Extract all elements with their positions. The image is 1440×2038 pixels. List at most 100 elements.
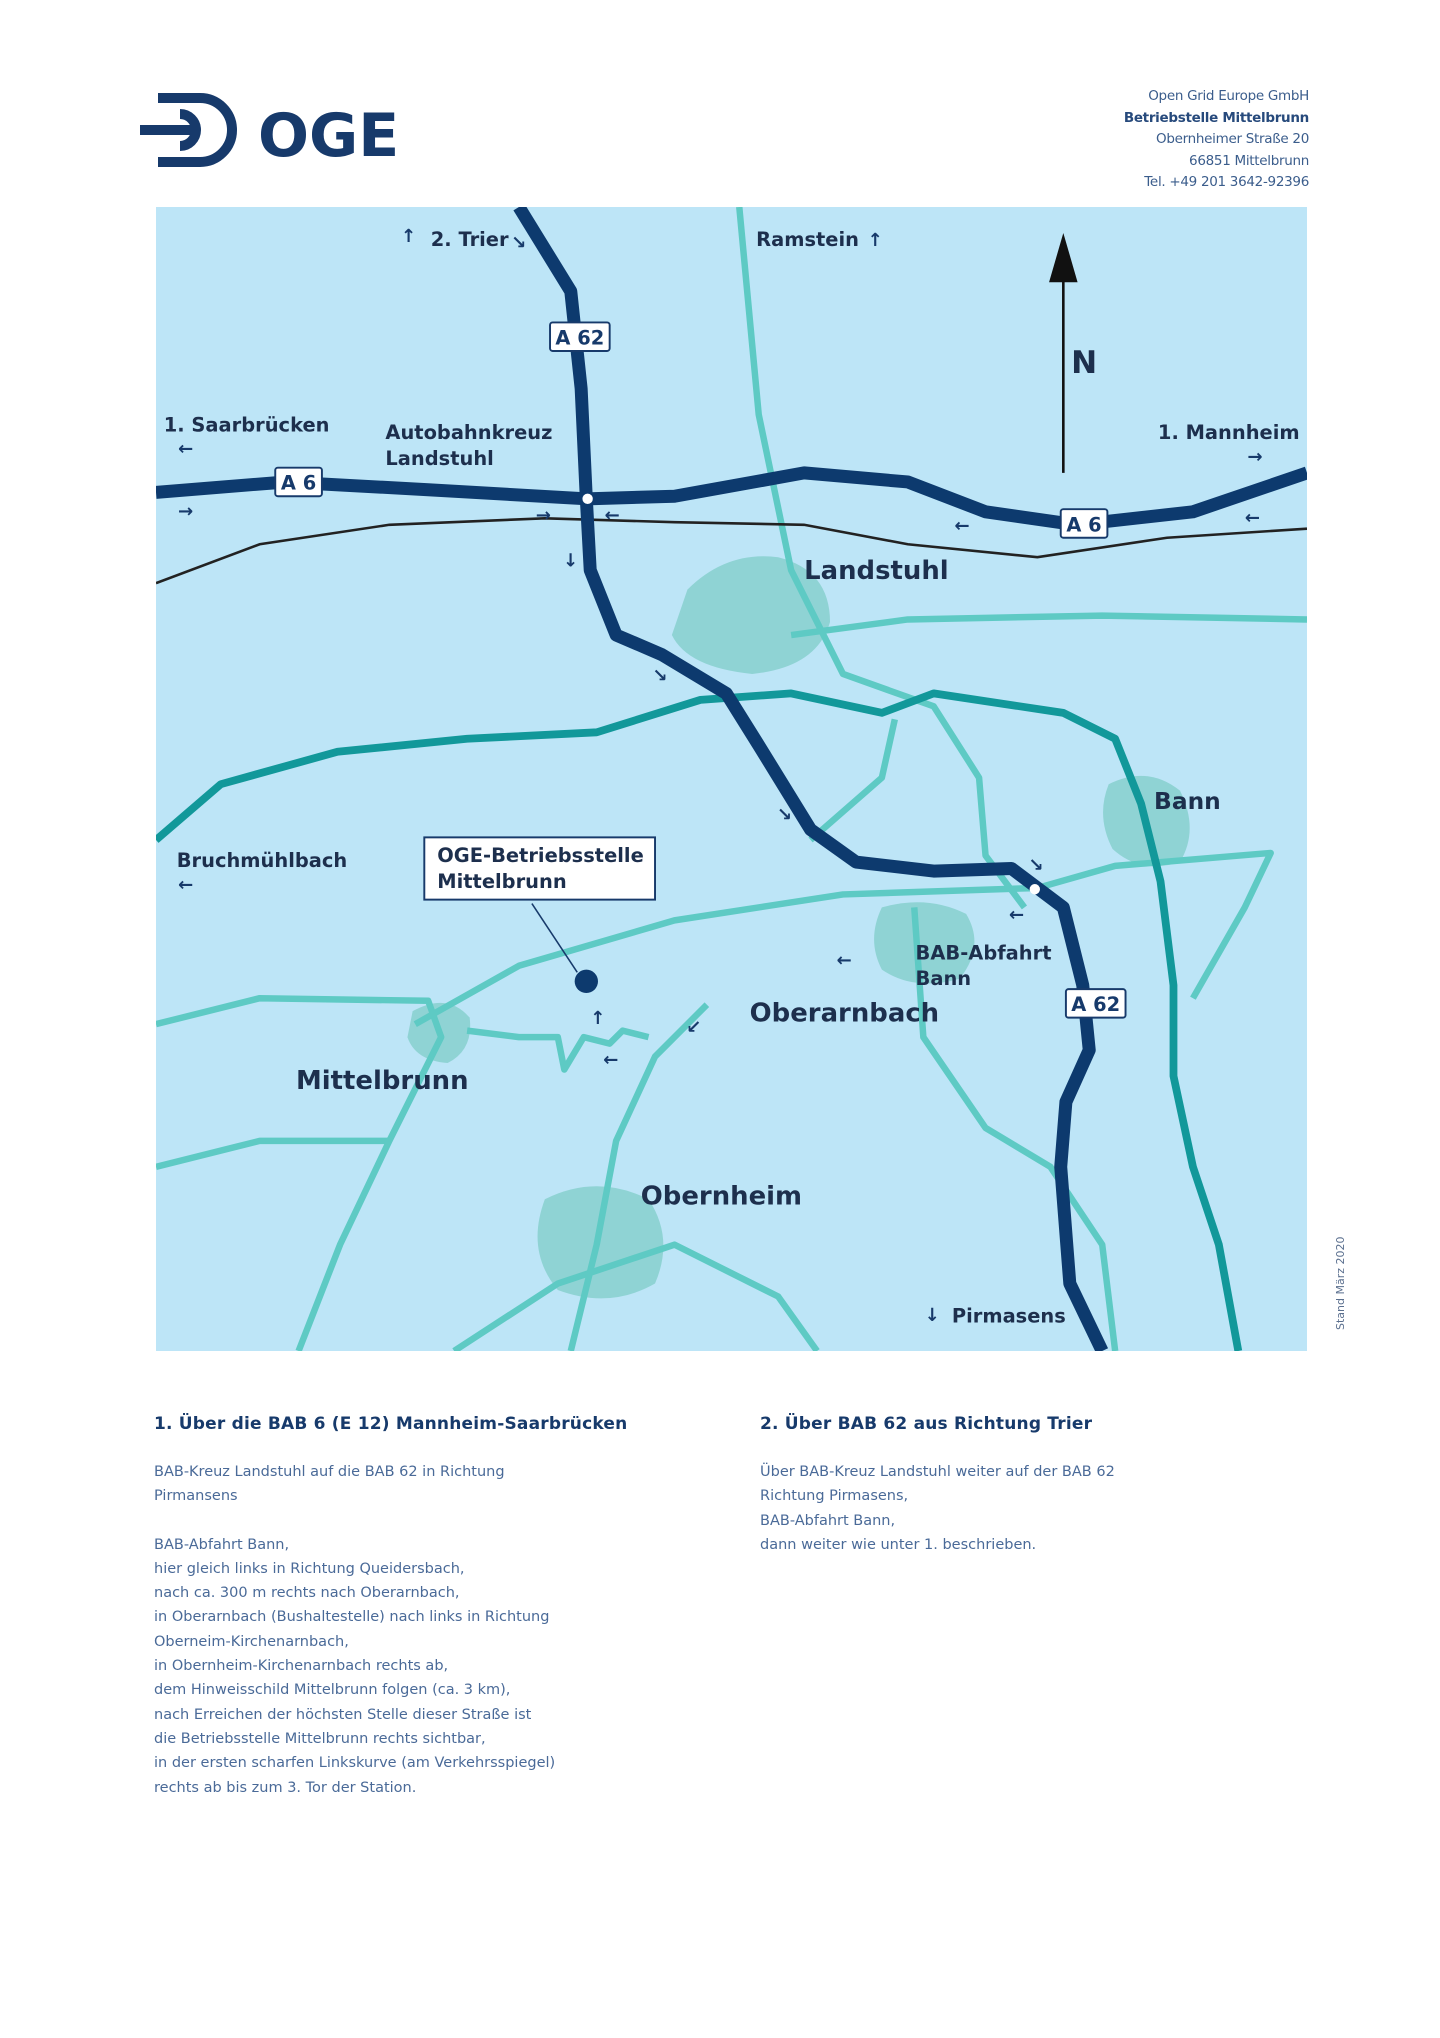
text-line: BAB-Kreuz Landstuhl auf die BAB 62 in Ri… bbox=[154, 1464, 505, 1480]
arrow-left-icon: ← bbox=[836, 950, 851, 971]
arrow-left-icon: ← bbox=[954, 515, 969, 536]
arrow-down-right-icon: ↘ bbox=[652, 666, 667, 687]
badge-text: A 62 bbox=[555, 326, 604, 349]
arrow-left-icon: ← bbox=[1245, 507, 1260, 528]
text-line: die Betriebsstelle Mittelbrunn rechts si… bbox=[154, 1730, 486, 1747]
label-abfahrt: BAB-Abfahrt bbox=[916, 941, 1052, 964]
label-abfahrt-2: Bann bbox=[916, 967, 972, 990]
badge-text: A 6 bbox=[281, 472, 316, 495]
road-local bbox=[466, 1027, 650, 1073]
arrow-down-icon: ↓ bbox=[563, 550, 578, 571]
label-pirmasens: Pirmasens bbox=[952, 1304, 1066, 1327]
label-obernheim: Obernheim bbox=[641, 1181, 802, 1211]
label-landstuhl: Landstuhl bbox=[804, 556, 949, 586]
north-label: N bbox=[1071, 345, 1097, 381]
road-oberarnbach bbox=[567, 1002, 710, 1351]
map-background bbox=[156, 207, 1307, 1351]
arrow-left-icon: ← bbox=[178, 439, 193, 460]
text-line: in Obernheim-Kirchenarnbach rechts ab, bbox=[154, 1658, 449, 1675]
directions-section-1: 1. Über die BAB 6 (E 12) Mannheim-Saarbr… bbox=[154, 1414, 714, 1824]
text-line: BAB-Abfahrt Bann, bbox=[760, 1512, 896, 1529]
arrow-down-right-icon: ↘ bbox=[777, 805, 792, 826]
text-line: in der ersten scharfen Linkskurve (am Ve… bbox=[154, 1755, 556, 1772]
text-line: Pirmansens bbox=[154, 1488, 238, 1505]
directions-title: 1. Über die BAB 6 (E 12) Mannheim-Saarbr… bbox=[154, 1414, 628, 1434]
road-sw bbox=[156, 1137, 390, 1170]
arrow-right-icon: → bbox=[178, 501, 193, 522]
text-line: dann weiter wie unter 1. beschrieben. bbox=[760, 1536, 1037, 1553]
arrow-left-icon: ← bbox=[1009, 904, 1024, 925]
city: 66851 Mittelbrunn bbox=[1189, 152, 1309, 169]
town-area-landstuhl bbox=[671, 556, 831, 674]
arrow-right-icon: → bbox=[1247, 447, 1262, 468]
directions-paragraph: Über BAB-Kreuz Landstuhl weiter auf der … bbox=[760, 1460, 1320, 1557]
directions-paragraph: BAB-Kreuz Landstuhl auf die BAB 62 in Ri… bbox=[154, 1460, 714, 1509]
label-trier: 2. Trier bbox=[431, 228, 509, 251]
logo-mark-icon bbox=[140, 93, 237, 167]
label-bann: Bann bbox=[1154, 787, 1221, 815]
label-mannheim: 1. Mannheim bbox=[1158, 421, 1300, 444]
directions-title: 2. Über BAB 62 aus Richtung Trier bbox=[760, 1414, 1093, 1434]
town-area-obernheim bbox=[537, 1186, 664, 1299]
text-line: Über BAB-Kreuz Landstuhl weiter auf der … bbox=[760, 1464, 1115, 1480]
text-line: nach Erreichen der höchsten Stelle diese… bbox=[154, 1706, 532, 1723]
road-east bbox=[911, 907, 1119, 1351]
motorways bbox=[156, 207, 1307, 1351]
town-area-abfahrt bbox=[874, 902, 975, 984]
railway bbox=[156, 516, 1307, 585]
arrow-down-icon: ↓ bbox=[925, 1305, 940, 1326]
road-obernheim bbox=[452, 1241, 820, 1351]
arrow-down-left-icon: ↙ bbox=[686, 1017, 701, 1038]
label-oge-site-2: Mittelbrunn bbox=[437, 870, 566, 893]
interchange-dot bbox=[582, 493, 593, 505]
text-line: nach ca. 300 m rechts nach Oberarnbach, bbox=[154, 1585, 460, 1602]
text-line: rechts ab bis zum 3. Tor der Station. bbox=[154, 1779, 417, 1796]
text-line: in Oberarnbach (Bushaltestelle) nach lin… bbox=[154, 1609, 550, 1626]
badge-a62-north: A 62 bbox=[549, 321, 611, 352]
label-bruchmuehlbach: Bruchmühlbach bbox=[177, 849, 348, 872]
label-mittelbrunn: Mittelbrunn bbox=[296, 1066, 469, 1096]
road-mittelbrunn bbox=[156, 994, 445, 1351]
arrow-left-icon: ← bbox=[603, 1050, 618, 1071]
logo-text: OGE bbox=[258, 101, 399, 171]
arrow-down-right-icon: ↘ bbox=[511, 233, 526, 254]
label-ramstein: Ramstein bbox=[756, 228, 859, 251]
badge-a6-east: A 6 bbox=[1059, 508, 1109, 539]
site-marker-icon bbox=[574, 969, 598, 994]
oge-site-callout: OGE-Betriebsstelle Mittelbrunn bbox=[423, 836, 656, 994]
arrow-left-icon: ← bbox=[604, 505, 619, 526]
company-name: Open Grid Europe GmbH bbox=[1148, 88, 1309, 104]
arrow-up-icon: ↑ bbox=[868, 230, 883, 251]
badge-text: A 6 bbox=[1066, 513, 1101, 536]
badge-a62-south: A 62 bbox=[1064, 988, 1127, 1019]
road-ramstein bbox=[736, 207, 1028, 910]
text-line: Richtung Pirmasens, bbox=[760, 1488, 909, 1505]
address-block: Open Grid Europe GmbH Betriebstelle Mitt… bbox=[1124, 86, 1309, 194]
oge-logo: OGE bbox=[140, 84, 430, 174]
site-name: Betriebstelle Mittelbrunn bbox=[1123, 109, 1309, 126]
motorway-a6 bbox=[156, 466, 1307, 532]
directions-section-2: 2. Über BAB 62 aus Richtung Trier Über B… bbox=[760, 1414, 1320, 1581]
road-west bbox=[808, 718, 898, 843]
arrow-up-icon: ↑ bbox=[590, 1008, 605, 1029]
arrow-right-icon: → bbox=[536, 505, 551, 526]
street: Obernheimer Straße 20 bbox=[1156, 131, 1309, 147]
label-saarbruecken: 1. Saarbrücken bbox=[164, 413, 330, 436]
label-oge-site: OGE-Betriebsstelle bbox=[437, 844, 644, 867]
text-line: BAB-Abfahrt Bann, bbox=[154, 1536, 290, 1553]
label-autobahnkreuz-2: Landstuhl bbox=[385, 447, 493, 470]
phone: Tel. +49 201 3642-92396 bbox=[1144, 174, 1309, 190]
motorway-a62 bbox=[513, 207, 1109, 1351]
arrow-left-icon: ← bbox=[178, 875, 193, 896]
text-line: hier gleich links in Richtung Queidersba… bbox=[154, 1560, 465, 1577]
text-line: Oberneim-Kirchenarnbach, bbox=[154, 1633, 349, 1650]
arrow-down-right-icon: ↘ bbox=[1028, 855, 1043, 876]
road-landstuhl-east bbox=[790, 612, 1307, 639]
main-road bbox=[156, 689, 1243, 1351]
route-map: N A 62 A 6 A 6 A 62 2. Trier ↑ ↘ Ramstei… bbox=[156, 207, 1307, 1351]
arrow-up-icon: ↑ bbox=[401, 226, 416, 247]
exit-dot bbox=[1029, 884, 1040, 895]
stand-date: Stand März 2020 bbox=[1334, 1236, 1347, 1330]
label-autobahnkreuz: Autobahnkreuz bbox=[385, 421, 552, 444]
badge-a6-west: A 6 bbox=[274, 466, 323, 498]
